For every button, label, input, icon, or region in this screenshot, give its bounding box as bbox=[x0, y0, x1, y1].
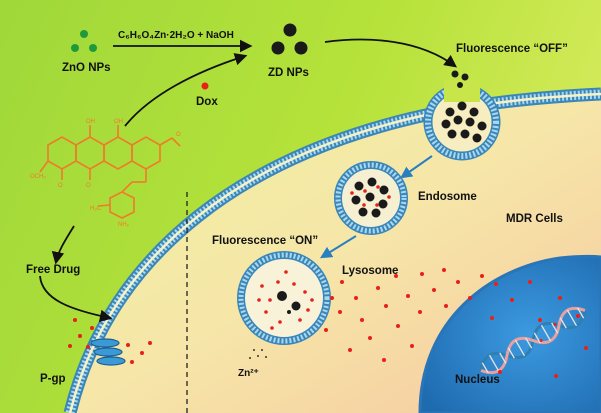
label-zd-nps: ZD NPs bbox=[268, 67, 309, 79]
label-mdr-cells: MDR Cells bbox=[506, 213, 563, 225]
zinc-ion-dots bbox=[249, 349, 267, 359]
pit-zd-particles bbox=[441, 101, 487, 143]
label-zn2: Zn²⁺ bbox=[238, 368, 259, 379]
molecule-to-free-drug-arrow bbox=[51, 225, 75, 265]
free-drug-entry-arrow bbox=[39, 275, 113, 323]
label-free-drug: Free Drug bbox=[26, 264, 80, 276]
svg-text:O: O bbox=[58, 183, 63, 189]
doxorubicin-molecule-icon bbox=[39, 125, 181, 219]
label-reaction: C₆H₆O₄Zn·2H₂O + NaOH bbox=[118, 30, 234, 41]
endosome-to-lysosome-arrow bbox=[319, 235, 357, 259]
label-fluorescence-on: Fluorescence “ON” bbox=[212, 235, 318, 247]
zd-to-cell-arrow bbox=[324, 38, 458, 68]
svg-text:O: O bbox=[176, 132, 181, 138]
endosome bbox=[334, 161, 408, 235]
pgp-pump-icon bbox=[90, 338, 126, 366]
dox-particle bbox=[201, 82, 209, 90]
svg-text:NH₂: NH₂ bbox=[118, 222, 130, 228]
svg-text:OH: OH bbox=[114, 119, 123, 125]
svg-text:O: O bbox=[86, 183, 91, 189]
label-nucleus: Nucleus bbox=[455, 374, 500, 386]
zd-particles bbox=[271, 23, 308, 55]
label-fluorescence-off: Fluorescence “OFF” bbox=[456, 43, 568, 55]
cell-membrane-core bbox=[68, 92, 601, 413]
lysosome bbox=[237, 251, 331, 345]
label-dox: Dox bbox=[196, 96, 218, 108]
label-zno-nps: ZnO NPs bbox=[62, 62, 111, 74]
label-endosome: Endosome bbox=[418, 191, 477, 203]
released-dox-dots bbox=[324, 268, 588, 378]
nucleus bbox=[418, 254, 601, 413]
svg-text:OCH₃: OCH₃ bbox=[30, 174, 46, 180]
pgp-drug-dots bbox=[68, 318, 152, 364]
molecule-atoms: OH OH O O O OCH₃ H₃C NH₂ bbox=[30, 119, 181, 228]
incoming-zd-particles bbox=[451, 70, 469, 88]
svg-text:H₃C: H₃C bbox=[90, 206, 102, 212]
pit-to-endosome-arrow bbox=[400, 155, 433, 179]
label-pgp: P-gp bbox=[40, 373, 66, 385]
dox-to-reaction-arrow bbox=[124, 53, 248, 127]
svg-text:OH: OH bbox=[86, 119, 95, 125]
dna-helix-icon bbox=[479, 306, 587, 375]
label-lysosome: Lysosome bbox=[342, 265, 398, 277]
zno-particles bbox=[71, 30, 97, 52]
